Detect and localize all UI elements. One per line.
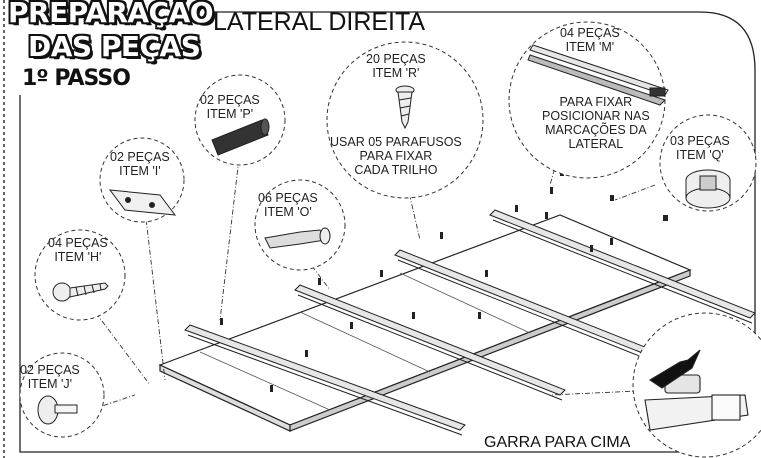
callout-item-h: 04 PEÇAS ITEM 'H' — [48, 236, 108, 264]
page-title-line1: PREPARAÇÃO — [8, 0, 214, 29]
callout-item-i: 02 PEÇAS ITEM 'I' — [110, 150, 170, 178]
item-label: ITEM 'H' — [54, 250, 102, 264]
note-line: CADA TRILHO — [354, 163, 438, 177]
qty-label: 20 PEÇAS — [366, 52, 426, 66]
callout-item-m-note: PARA FIXAR POSICIONAR NAS MARCAÇÕES DA L… — [542, 95, 650, 151]
callout-item-o: 06 PEÇAS ITEM 'O' — [258, 191, 318, 219]
callout-item-r: 20 PEÇAS ITEM 'R' — [366, 52, 426, 80]
qty-label: 02 PEÇAS — [110, 150, 170, 164]
arrow-up-icon — [648, 349, 701, 389]
callout-item-p: 02 PEÇAS ITEM 'P' — [200, 93, 260, 121]
item-label: ITEM 'J' — [27, 377, 73, 391]
step-label: 1º PASSO — [22, 66, 131, 91]
qty-label: 03 PEÇAS — [670, 134, 730, 148]
qty-label: 04 PEÇAS — [48, 236, 108, 250]
page-title-line2: DAS PEÇAS — [28, 30, 201, 63]
callout-item-r-note: USAR 05 PARAFUSOS PARA FIXAR CADA TRILHO — [330, 135, 462, 177]
note-line: MARCAÇÕES DA — [545, 123, 647, 137]
note-line: POSICIONAR NAS — [542, 109, 650, 123]
item-label: ITEM 'M' — [565, 40, 615, 54]
dowel-item-p — [211, 118, 270, 156]
qty-label: 02 PEÇAS — [200, 93, 260, 107]
lateral-panel — [158, 214, 692, 432]
item-label: ITEM 'Q' — [675, 148, 724, 162]
item-label: ITEM 'I' — [119, 164, 161, 178]
qty-label: 06 PEÇAS — [258, 191, 318, 205]
bracket-item-i — [108, 189, 177, 216]
item-label: ITEM 'P' — [206, 107, 254, 121]
item-label: ITEM 'O' — [263, 205, 312, 219]
rail-item-m-detail — [527, 44, 669, 106]
callout-item-m: 04 PEÇAS ITEM 'M' — [560, 26, 620, 54]
note-line: PARA FIXAR — [359, 149, 433, 163]
connector-item-o — [264, 227, 331, 249]
leveler-foot-item-j — [37, 395, 78, 425]
note-line: USAR 05 PARAFUSOS — [330, 135, 462, 149]
callout-item-j: 02 PEÇAS ITEM 'J' — [20, 363, 80, 391]
cam-lock-item-q — [685, 169, 731, 209]
item-label: ITEM 'R' — [372, 66, 420, 80]
section-title: LATERAL DIREITA — [213, 8, 426, 36]
screw-item-r-detail — [395, 85, 415, 130]
claw-detail — [644, 349, 749, 431]
screw-item-h — [52, 282, 109, 302]
qty-label: 02 PEÇAS — [20, 363, 80, 377]
qty-label: 04 PEÇAS — [560, 26, 620, 40]
callout-item-q: 03 PEÇAS ITEM 'Q' — [670, 134, 730, 162]
rail-item-m — [184, 209, 756, 436]
note-line: LATERAL — [568, 137, 624, 151]
note-line: PARA FIXAR — [559, 95, 633, 109]
claw-up-note: GARRA PARA CIMA — [484, 434, 631, 451]
